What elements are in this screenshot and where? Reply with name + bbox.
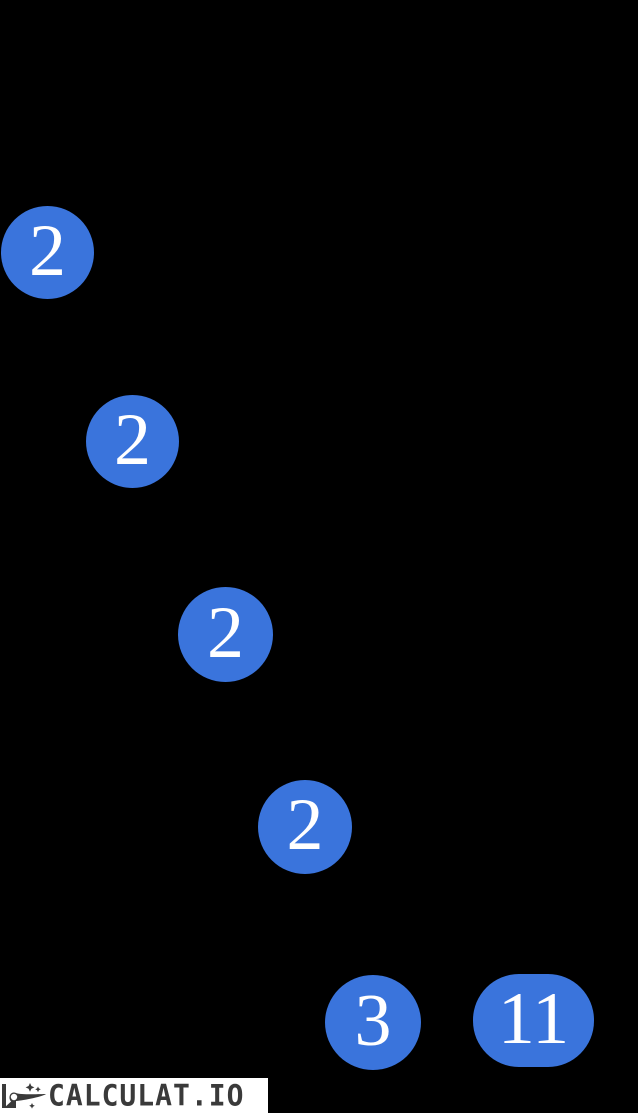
- factor-node-value: 2: [114, 398, 151, 481]
- factor-node-3: 2: [178, 587, 273, 682]
- factor-node-6: 11: [473, 974, 594, 1067]
- calculatio-logo: CALCULAT.IO: [0, 1078, 268, 1113]
- factor-node-value: 3: [354, 979, 392, 1062]
- rocket-icon: [2, 1082, 47, 1109]
- factor-node-value: 2: [29, 209, 66, 292]
- factor-node-value: 2: [286, 784, 324, 866]
- factor-node-value: 2: [207, 591, 244, 674]
- logo-text: CALCULAT.IO: [48, 1077, 245, 1113]
- factor-node-2: 2: [86, 395, 179, 488]
- factor-node-4: 2: [258, 780, 352, 874]
- factor-node-1: 2: [1, 206, 94, 299]
- factor-node-value: 11: [497, 977, 570, 1060]
- factor-node-5: 3: [325, 975, 421, 1070]
